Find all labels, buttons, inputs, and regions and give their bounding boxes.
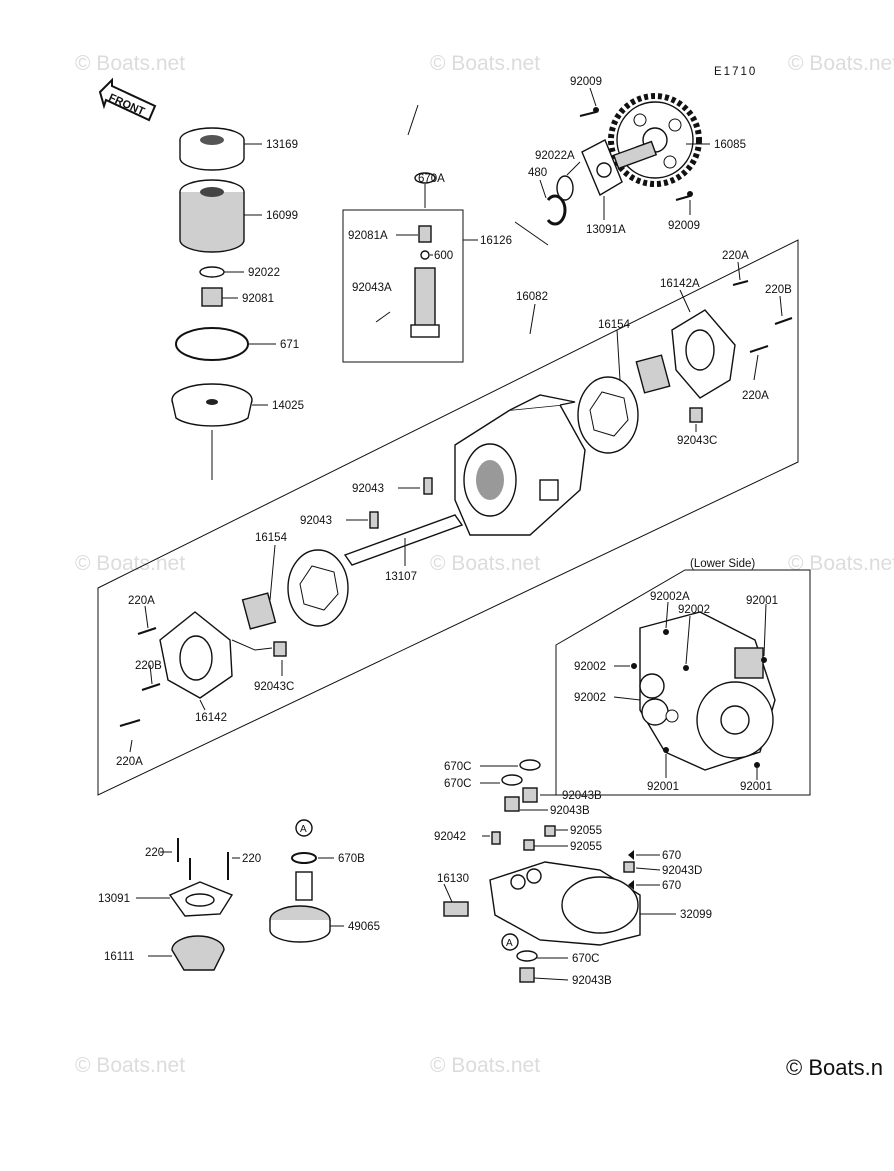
part-label: 220B xyxy=(765,284,792,296)
watermark: © Boats.net xyxy=(75,52,185,75)
lower-side-outline xyxy=(555,569,811,796)
part-label: 92043B xyxy=(550,805,590,817)
corner-watermark: © Boats.n xyxy=(786,1055,883,1080)
part-label: 49065 xyxy=(348,921,380,933)
part-label: 92002 xyxy=(574,692,606,704)
part-label: 16099 xyxy=(266,210,298,222)
part-label: 670 xyxy=(662,880,681,892)
right-rotor-and-cover xyxy=(577,280,793,454)
part-label: 92043C xyxy=(254,681,294,693)
part-label: 92081A xyxy=(348,230,388,242)
part-label: 13091A xyxy=(586,224,626,236)
pump-body xyxy=(454,394,586,536)
part-label: 92055 xyxy=(570,841,602,853)
watermark: © Boats.net xyxy=(75,552,185,575)
part-label: 92001 xyxy=(740,781,772,793)
part-label: 220A xyxy=(742,390,769,402)
part-label: 92009 xyxy=(570,76,602,88)
part-label: 92043A xyxy=(352,282,392,294)
left-rotor-and-cover xyxy=(119,549,349,727)
watermark: © Boats.net xyxy=(788,552,894,575)
part-label: 220A xyxy=(128,595,155,607)
part-label: 670 xyxy=(662,850,681,862)
part-label: 92002 xyxy=(574,661,606,673)
oil-filter-assembly xyxy=(171,127,253,480)
part-label: 220A xyxy=(116,756,143,768)
part-label: 92043B xyxy=(572,975,612,987)
pump-housing-32099: A xyxy=(443,759,641,983)
pump-shaft-49065: A xyxy=(269,819,344,943)
part-label: 92001 xyxy=(647,781,679,793)
front-arrow-icon: FRONT xyxy=(98,77,157,122)
part-label: 220B xyxy=(135,660,162,672)
watermarks: © Boats.net © Boats.net © Boats.net © Bo… xyxy=(75,52,894,1080)
watermark: © Boats.net xyxy=(430,1054,540,1077)
part-label: 671 xyxy=(280,339,299,351)
lower-side-label: (Lower Side) xyxy=(690,558,755,570)
part-label: 13091 xyxy=(98,893,130,905)
lower-side-housing xyxy=(631,611,776,771)
part-label: 16142 xyxy=(195,712,227,724)
shaft-assembly xyxy=(343,477,464,566)
part-label: 670C xyxy=(572,953,600,965)
part-label: 670B xyxy=(338,853,365,865)
part-label: 220 xyxy=(242,853,261,865)
part-label: 92043C xyxy=(677,435,717,447)
part-label: 92081 xyxy=(242,293,274,305)
part-label: 92002 xyxy=(678,604,710,616)
part-label: 92043 xyxy=(300,515,332,527)
part-label: 32099 xyxy=(680,909,712,921)
gear-leaders xyxy=(539,87,710,220)
part-label: 14025 xyxy=(272,400,304,412)
lower-side-leaders xyxy=(613,601,767,780)
part-label: 16154 xyxy=(255,532,288,544)
part-label: 16142A xyxy=(660,278,700,290)
housing-leaders xyxy=(443,765,676,981)
part-label: 13107 xyxy=(385,571,417,583)
left-leaders xyxy=(129,544,283,753)
watermark: © Boats.net xyxy=(788,52,894,75)
part-label: 92001 xyxy=(746,595,778,607)
watermark: © Boats.net xyxy=(430,52,540,75)
part-label: 480 xyxy=(528,167,547,179)
circle-marker: A xyxy=(506,938,513,949)
part-label: 92002A xyxy=(650,591,690,603)
part-label: 16126 xyxy=(480,235,512,247)
part-label: 220A xyxy=(722,250,749,262)
part-label: 670A xyxy=(418,173,445,185)
strainer-assembly xyxy=(136,838,240,971)
watermark: © Boats.net xyxy=(430,552,540,575)
part-label: 92022A xyxy=(535,150,575,162)
part-label: 670C xyxy=(444,778,472,790)
part-label: 16082 xyxy=(516,291,548,303)
part-label: 220 xyxy=(145,847,164,859)
circle-marker: A xyxy=(300,824,307,835)
part-label: 92022 xyxy=(248,267,280,279)
part-label: 92042 xyxy=(434,831,466,843)
part-label: 670C xyxy=(444,761,472,773)
part-label: 92043D xyxy=(662,865,702,877)
pump-assembly-outline xyxy=(97,239,799,796)
watermark: © Boats.net xyxy=(75,1054,185,1077)
part-label: 16111 xyxy=(104,951,134,963)
filter-leaders xyxy=(222,143,276,406)
part-label: 92043B xyxy=(562,790,602,802)
part-label: 16154 xyxy=(598,319,631,331)
part-label: 92009 xyxy=(668,220,700,232)
diagram-code: E1710 xyxy=(714,66,757,78)
part-label: 13169 xyxy=(266,139,298,151)
part-label: 16130 xyxy=(437,873,469,885)
right-leaders xyxy=(616,261,783,432)
drive-gear-assembly xyxy=(514,93,702,246)
relief-valve-assembly xyxy=(342,104,478,363)
part-label: 92055 xyxy=(570,825,602,837)
part-label: 600 xyxy=(434,250,453,262)
part-label: 16085 xyxy=(714,139,746,151)
part-label: 92043 xyxy=(352,483,384,495)
